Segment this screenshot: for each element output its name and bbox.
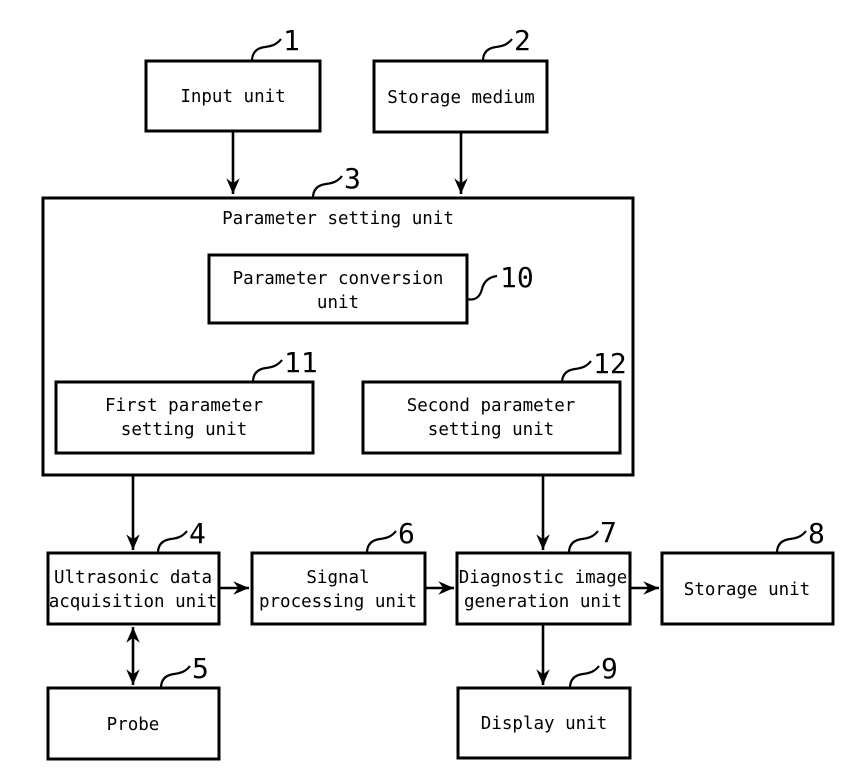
input-unit-box: Input unit [144, 59, 322, 133]
ref-numeral-10: 10 [500, 261, 534, 294]
signal-processing-unit-label-line1: Signal [306, 568, 369, 588]
ref-numeral-9: 9 [601, 652, 618, 685]
leader-line-ref-2 [481, 38, 513, 62]
ultrasonic-data-acquisition-unit-label-line1: Ultrasonic data [54, 568, 212, 588]
ref-numeral-1: 1 [283, 24, 300, 57]
reference-numerals: 1 2 3 10 11 12 4 6 7 8 5 9 [156, 24, 825, 689]
signal-processing-unit-box: Signal processing unit [250, 551, 427, 626]
connection-lines [126, 131, 659, 685]
second-parameter-setting-unit-rect [361, 380, 622, 455]
storage-unit-rect [660, 551, 835, 626]
probe-rect [46, 686, 221, 761]
ref-numeral-4: 4 [189, 517, 206, 550]
ref-numeral-3: 3 [344, 162, 361, 195]
first-parameter-setting-unit-label-line2: setting unit [121, 420, 247, 440]
probe-box: Probe [46, 686, 221, 761]
parameter-conversion-unit-rect [207, 253, 469, 325]
leader-line-ref-11 [251, 359, 283, 383]
diagnostic-image-generation-unit-box: Diagnostic image generation unit [455, 551, 632, 626]
parameter-conversion-unit-box: Parameter conversion unit [207, 253, 469, 325]
parameter-conversion-unit-label-line2: unit [317, 293, 359, 313]
first-parameter-setting-unit-box: First parameter setting unit [54, 380, 315, 455]
leader-line-ref-7 [567, 530, 599, 554]
leader-line-ref-1 [250, 38, 282, 62]
ref-numeral-6: 6 [398, 517, 415, 550]
storage-medium-rect [372, 59, 549, 134]
leader-line-ref-5 [159, 665, 191, 689]
ref-numeral-7: 7 [600, 516, 617, 549]
display-unit-label: Display unit [481, 714, 607, 734]
second-parameter-setting-unit-label-line1: Second parameter [407, 396, 576, 416]
display-unit-box: Display unit [456, 686, 632, 760]
input-unit-label: Input unit [180, 87, 285, 107]
storage-medium-box: Storage medium [372, 59, 549, 134]
leader-line-ref-9 [568, 665, 600, 689]
ref-numeral-5: 5 [192, 652, 209, 685]
diagnostic-image-generation-unit-label-line1: Diagnostic image [459, 568, 628, 588]
storage-unit-label: Storage unit [684, 580, 810, 600]
storage-medium-label: Storage medium [387, 88, 535, 108]
second-parameter-setting-unit-box: Second parameter setting unit [361, 380, 622, 455]
second-parameter-setting-unit-label-line2: setting unit [428, 420, 554, 440]
first-parameter-setting-unit-rect [54, 380, 315, 455]
leader-line-ref-10 [466, 274, 498, 301]
leader-line-ref-12 [560, 360, 592, 384]
leader-line-ref-4 [156, 530, 188, 554]
leader-line-ref-6 [365, 530, 397, 554]
storage-unit-box: Storage unit [660, 551, 835, 626]
parameter-conversion-unit-label-line1: Parameter conversion [233, 269, 444, 289]
ultrasonic-data-acquisition-unit-box: Ultrasonic data acquisition unit [46, 551, 221, 626]
input-unit-rect [144, 59, 322, 133]
parameter-setting-unit-box: Parameter setting unit [41, 196, 635, 477]
probe-label: Probe [107, 715, 160, 735]
ref-numeral-11: 11 [284, 346, 318, 379]
diagnostic-image-generation-unit-rect [455, 551, 632, 626]
ultrasonic-data-acquisition-unit-rect [46, 551, 221, 626]
signal-processing-unit-label-line2: processing unit [259, 592, 417, 612]
display-unit-rect [456, 686, 632, 760]
parameter-setting-unit-rect [41, 196, 635, 477]
leader-line-ref-8 [775, 530, 807, 554]
signal-processing-unit-rect [250, 551, 427, 626]
parameter-setting-unit-label: Parameter setting unit [222, 209, 454, 229]
first-parameter-setting-unit-label-line1: First parameter [105, 396, 263, 416]
ref-numeral-12: 12 [593, 347, 627, 380]
ref-numeral-2: 2 [514, 24, 531, 57]
leader-line-ref-3 [311, 175, 343, 199]
ultrasonic-data-acquisition-unit-label-line2: acquisition unit [49, 592, 218, 612]
diagnostic-image-generation-unit-label-line2: generation unit [464, 592, 622, 612]
ref-numeral-8: 8 [808, 517, 825, 550]
